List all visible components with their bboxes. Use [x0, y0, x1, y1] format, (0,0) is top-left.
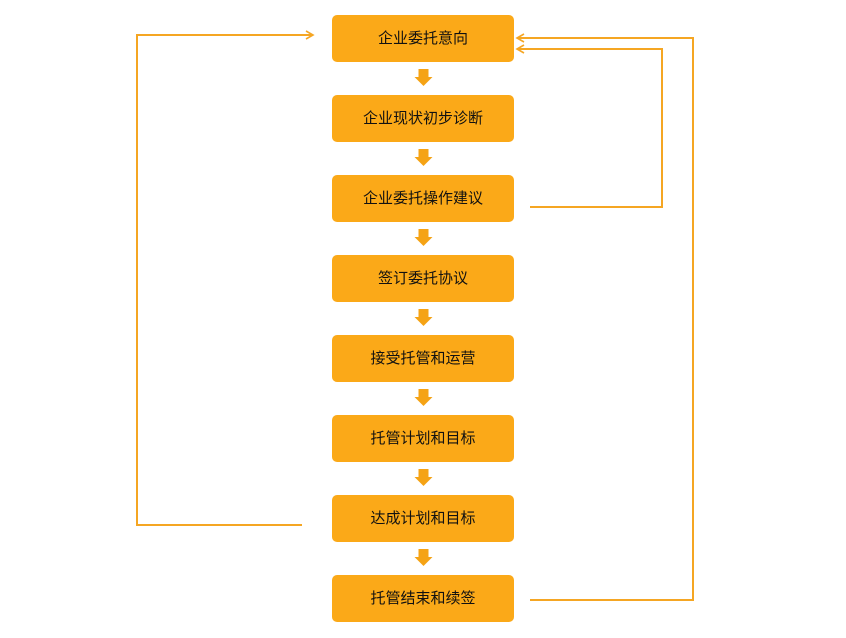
step-label-6: 托管计划和目标: [370, 429, 476, 447]
feedback-line-right-inner: [518, 48, 663, 208]
step-box-3: 企业委托操作建议: [332, 175, 514, 222]
step-label-4: 签订委托协议: [377, 269, 468, 287]
step-box-5: 接受托管和运营: [332, 335, 514, 382]
down-arrow-2: [414, 149, 433, 166]
arrowhead-left: [305, 30, 315, 40]
step-label-3: 企业委托操作建议: [362, 189, 483, 207]
down-arrow-4: [414, 309, 433, 326]
step-label-7: 达成计划和目标: [370, 509, 476, 527]
down-arrow-5: [414, 389, 433, 406]
down-arrow-3: [414, 229, 433, 246]
step-box-8: 托管结束和续签: [332, 575, 514, 622]
step-box-2: 企业现状初步诊断: [332, 95, 514, 142]
step-label-1: 企业委托意向: [377, 29, 468, 47]
feedback-line-right-outer: [518, 37, 694, 601]
step-box-4: 签订委托协议: [332, 255, 514, 302]
down-arrow-7: [414, 549, 433, 566]
down-arrow-1: [414, 69, 433, 86]
step-box-1: 企业委托意向: [332, 15, 514, 62]
step-label-2: 企业现状初步诊断: [362, 109, 483, 127]
step-label-8: 托管结束和续签: [370, 589, 476, 607]
step-label-5: 接受托管和运营: [370, 349, 476, 367]
down-arrows: [414, 69, 433, 566]
arrowhead-right-inner: [515, 44, 525, 54]
step-box-6: 托管计划和目标: [332, 415, 514, 462]
down-arrow-6: [414, 469, 433, 486]
arrowhead-right-outer: [515, 33, 525, 43]
step-box-7: 达成计划和目标: [332, 495, 514, 542]
feedback-line-left: [136, 34, 312, 526]
